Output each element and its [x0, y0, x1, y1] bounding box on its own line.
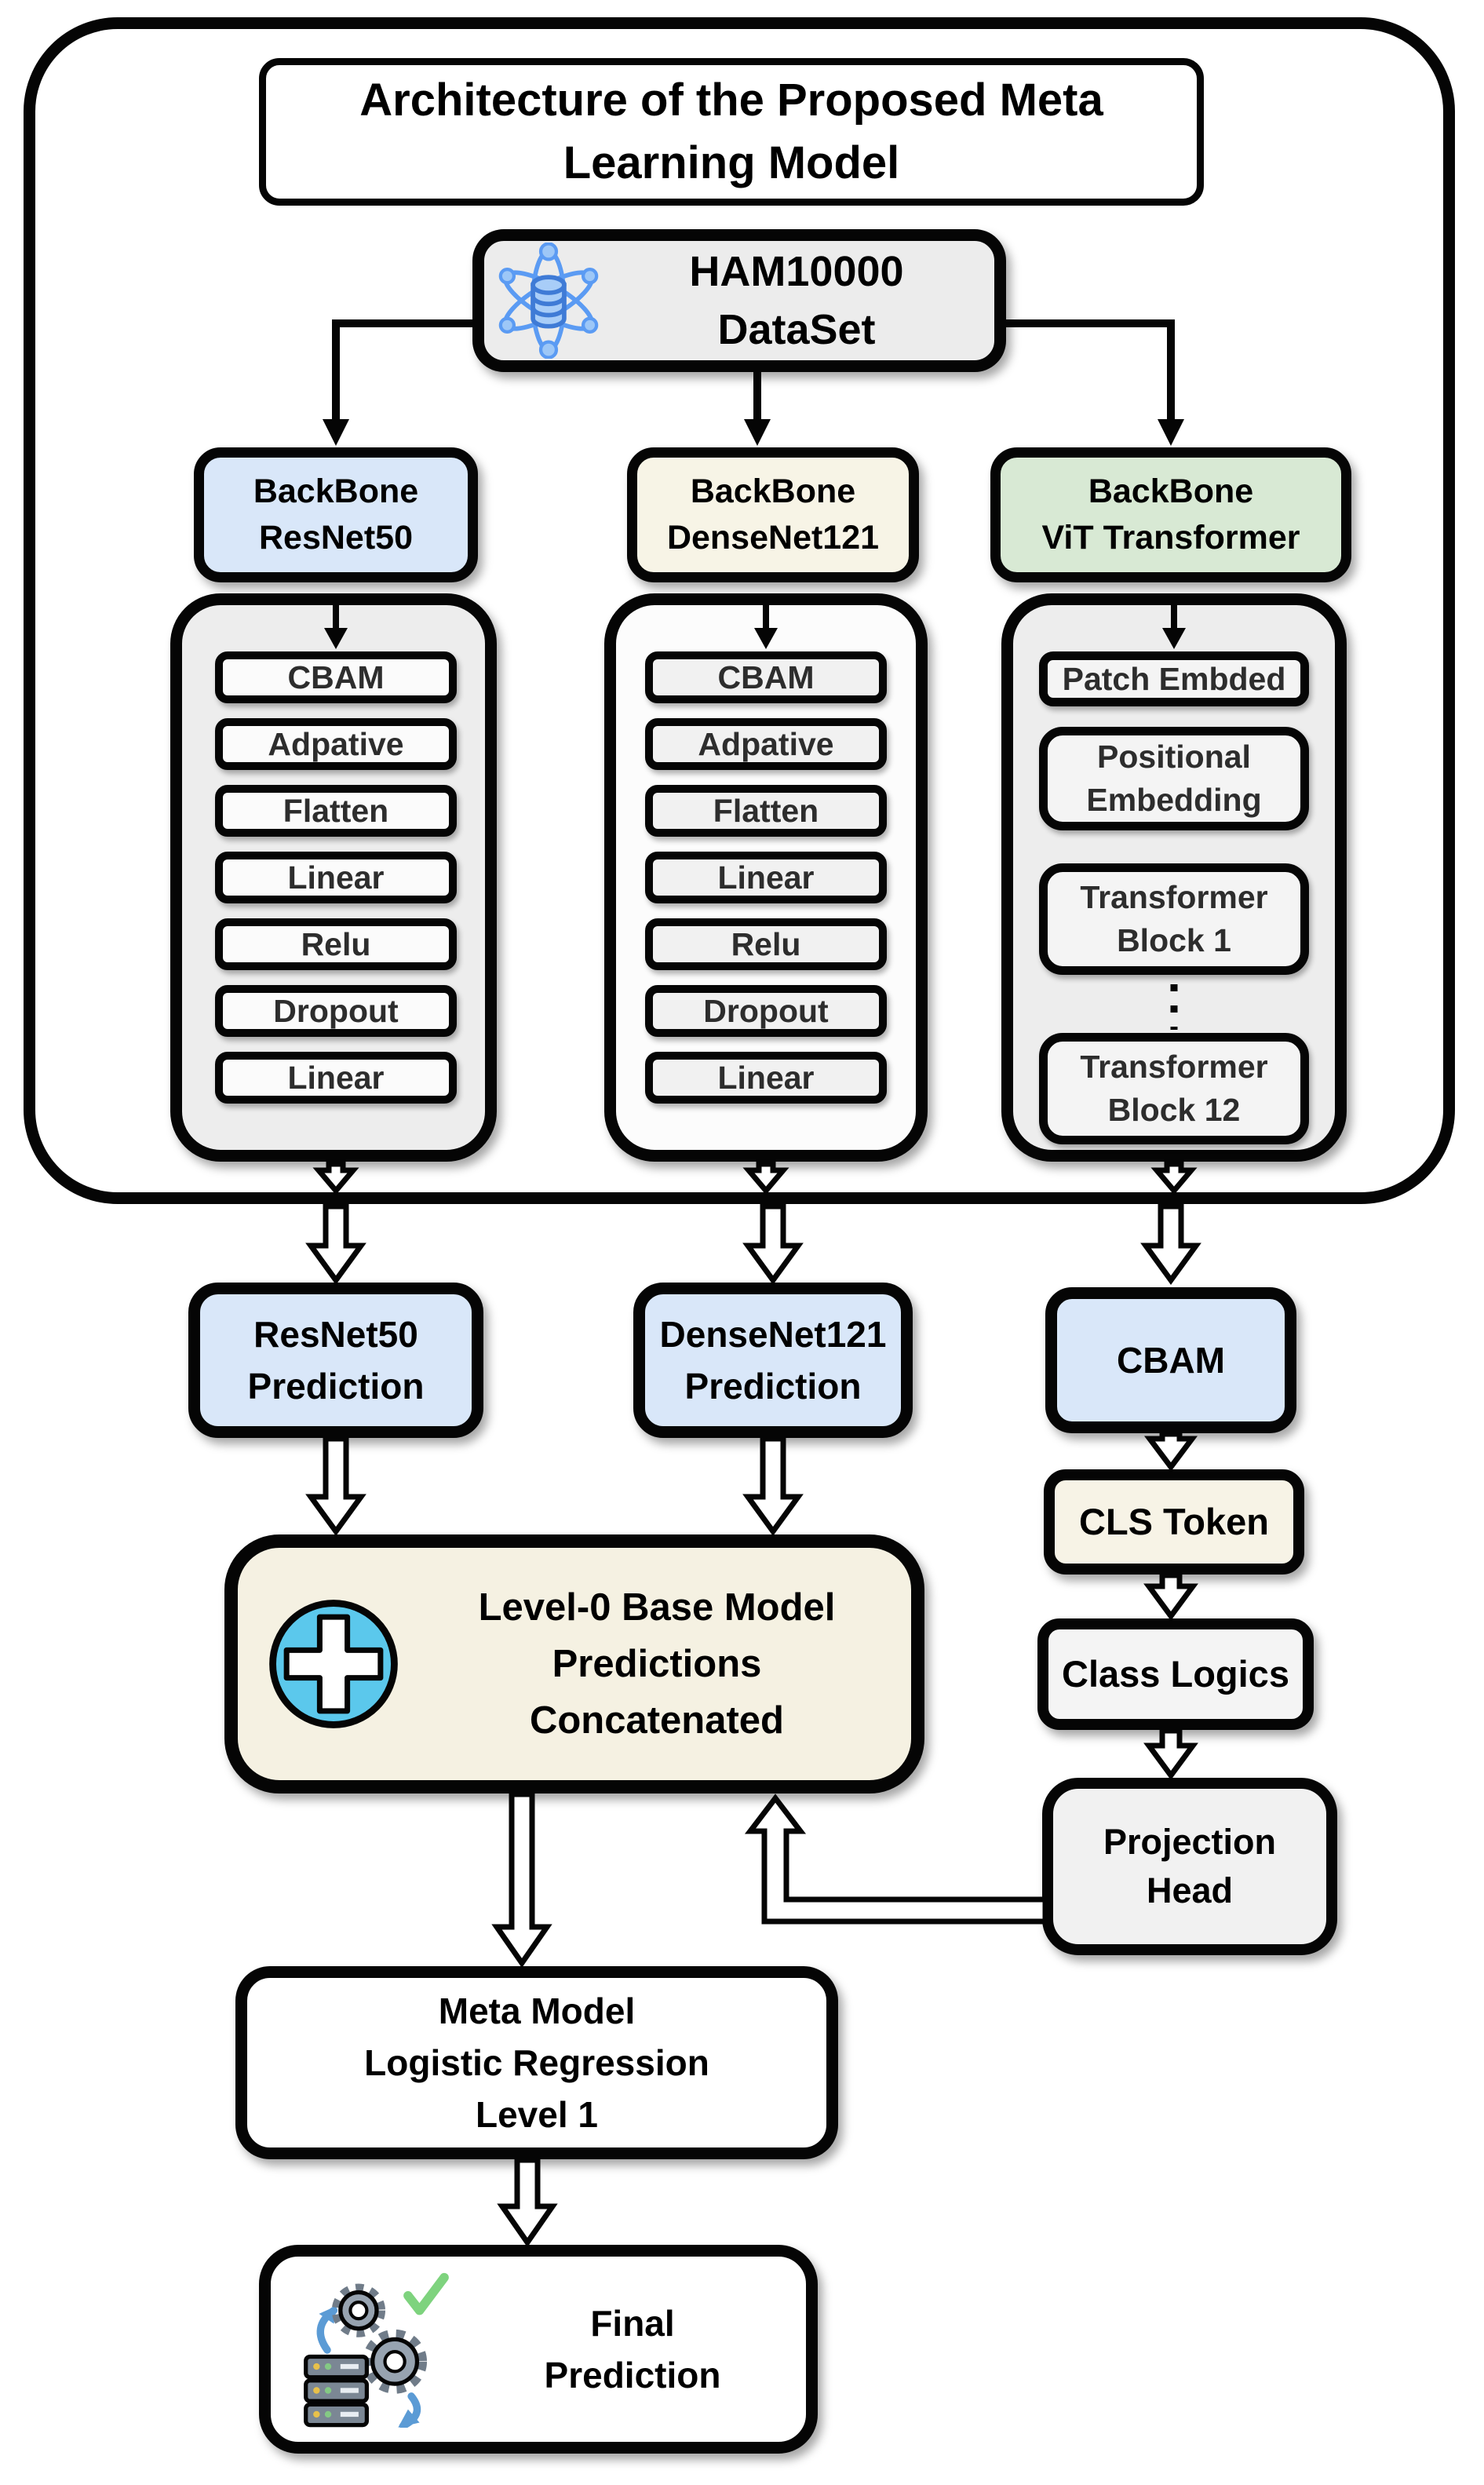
densenet-layer-relu: Relu: [645, 918, 887, 970]
backbone-densenet121: BackBone DenseNet121: [627, 447, 919, 582]
backbone-vit-line2: ViT Transformer: [1041, 519, 1300, 556]
arrow-cbam-to-cls: [1144, 1431, 1198, 1472]
resnet-layer-linear2: Linear: [215, 1052, 457, 1104]
title-line1: Architecture of the Proposed Meta: [359, 75, 1103, 126]
backbone-resnet50-line2: ResNet50: [259, 519, 413, 556]
resnet-layer-adpative: Adpative: [215, 718, 457, 770]
cbam-box: CBAM: [1045, 1287, 1296, 1433]
densenet-prediction-box: DenseNet121 Prediction: [633, 1283, 913, 1438]
densenet-prediction-line2: Prediction: [684, 1366, 862, 1407]
densenet-layer-cbam: CBAM: [645, 651, 887, 703]
arrow-to-resnet-prediction: [305, 1203, 366, 1285]
densenet-layer-flatten: Flatten: [645, 785, 887, 837]
arrow-cls-to-classlogics: [1143, 1572, 1198, 1621]
resnet-layer-linear1: Linear: [215, 852, 457, 903]
vit-positional-line1: Positional: [1097, 739, 1251, 775]
meta-model-line2: Logistic Regression: [364, 2042, 709, 2083]
vit-patch-embed: Patch Embded: [1039, 651, 1309, 706]
level0-line2: Predictions: [552, 1643, 762, 1685]
resnet-prediction-line2: Prediction: [247, 1366, 425, 1407]
diagram-title: Architecture of the Proposed Meta Learni…: [259, 58, 1204, 206]
meta-model-line1: Meta Model: [438, 1991, 636, 2031]
dataset-box: HAM10000 DataSet: [472, 229, 1006, 372]
resnet-prediction-line1: ResNet50: [253, 1314, 418, 1355]
vit-positional-line2: Embedding: [1086, 782, 1262, 818]
resnet-layer-dropout: Dropout: [215, 985, 457, 1037]
level0-line1: Level-0 Base Model: [478, 1586, 836, 1629]
arrow-meta-to-final: [497, 2157, 558, 2248]
level0-line3: Concatenated: [529, 1699, 784, 1742]
backbone-resnet50: BackBone ResNet50: [194, 447, 478, 582]
densenet-layer-adpative: Adpative: [645, 718, 887, 770]
resnet-layer-cbam: CBAM: [215, 651, 457, 703]
class-logics-box: Class Logics: [1037, 1618, 1314, 1730]
vit-transformer-block-1: Transformer Block 1: [1039, 863, 1309, 975]
meta-model-box: Meta Model Logistic Regression Level 1: [235, 1966, 838, 2159]
densenet-layer-linear2: Linear: [645, 1052, 887, 1104]
resnet-layer-relu: Relu: [215, 918, 457, 970]
vit-transformer-block-12: Transformer Block 12: [1039, 1033, 1309, 1144]
densenet-layer-linear1: Linear: [645, 852, 887, 903]
arrow-to-densenet-prediction: [742, 1203, 804, 1285]
densenet-layer-dropout: Dropout: [645, 985, 887, 1037]
final-prediction-box: Final Prediction: [259, 2245, 818, 2454]
arrow-resnet-pred-to-level0: [305, 1436, 366, 1536]
resnet-layer-flatten: Flatten: [215, 785, 457, 837]
vit-block12-line2: Block 12: [1107, 1092, 1241, 1128]
dataset-subname: DataSet: [717, 306, 876, 353]
backbone-vit-line1: BackBone: [1088, 473, 1254, 510]
arrow-level0-to-meta: [491, 1791, 552, 1969]
arrow-densenet-pred-to-level0: [742, 1436, 804, 1536]
cls-token-box: CLS Token: [1044, 1469, 1304, 1575]
backbone-densenet121-line1: BackBone: [690, 473, 856, 510]
title-line2: Learning Model: [563, 137, 900, 188]
network-database-icon: [498, 243, 599, 359]
plus-icon: [264, 1595, 403, 1733]
meta-model-line3: Level 1: [476, 2094, 598, 2135]
projection-head-box: Projection Head: [1042, 1778, 1337, 1955]
vit-block1-line2: Block 1: [1117, 922, 1231, 958]
dataset-name: HAM10000: [689, 248, 904, 295]
projection-head-line2: Head: [1146, 1870, 1234, 1910]
gears-server-check-icon: [294, 2271, 459, 2428]
level0-concat-box: Level-0 Base Model Predictions Concatena…: [224, 1534, 924, 1794]
arrow-classlogics-to-projection: [1143, 1728, 1198, 1780]
vit-block1-line1: Transformer: [1080, 879, 1268, 915]
backbone-resnet50-line1: BackBone: [253, 473, 419, 510]
projection-head-line1: Projection: [1103, 1822, 1277, 1862]
final-line1: Final: [590, 2303, 675, 2344]
backbone-densenet121-line2: DenseNet121: [666, 519, 880, 556]
final-line2: Prediction: [544, 2355, 721, 2396]
vit-block12-line1: Transformer: [1080, 1049, 1268, 1085]
arrow-projection-to-level0: [744, 1794, 1048, 1925]
densenet-prediction-line1: DenseNet121: [659, 1314, 887, 1355]
backbone-vit: BackBone ViT Transformer: [990, 447, 1351, 582]
resnet-prediction-box: ResNet50 Prediction: [188, 1283, 483, 1438]
vit-positional-embedding: Positional Embedding: [1039, 727, 1309, 830]
arrow-to-cbam: [1140, 1203, 1201, 1285]
